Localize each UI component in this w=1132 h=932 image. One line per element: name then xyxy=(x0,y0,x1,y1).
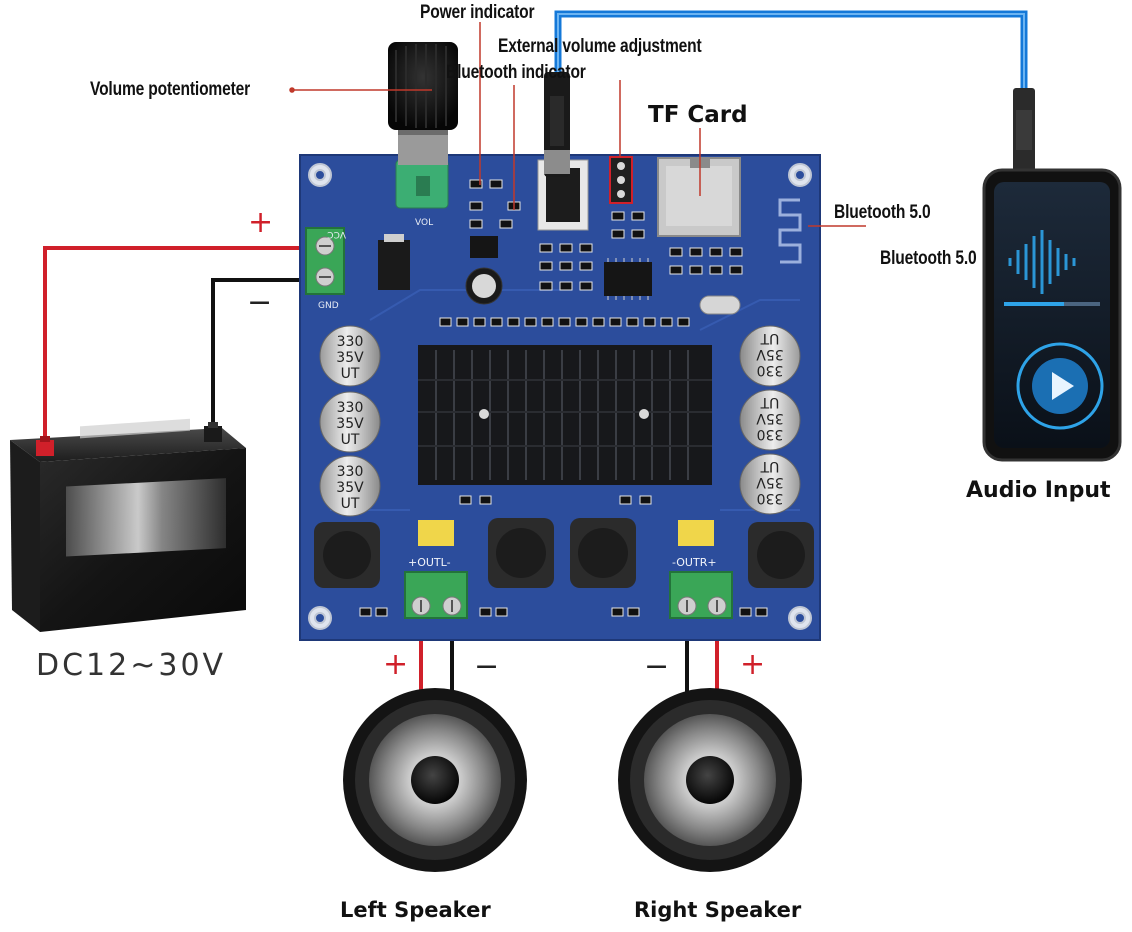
svg-text:35V: 35V xyxy=(336,416,364,432)
tf-card-label: TF Card xyxy=(648,102,748,128)
svg-text:330: 330 xyxy=(337,400,364,416)
outl-silkscreen: +OUTL- xyxy=(408,556,451,569)
battery-voltage-label: DC12~30V xyxy=(36,648,227,683)
battery-icon xyxy=(10,418,246,632)
left-speaker-label: Left Speaker xyxy=(340,898,491,922)
external-volume-label: External volume adjustment xyxy=(498,36,702,57)
audio-cable xyxy=(554,10,1035,172)
bluetooth-antenna-icon xyxy=(778,198,802,264)
smd-components xyxy=(469,179,743,291)
film-capacitor-right xyxy=(678,520,714,546)
outr-silkscreen: -OUTR+ xyxy=(672,556,717,569)
film-capacitor-left xyxy=(418,520,454,546)
left-plus-sign: + xyxy=(383,647,409,682)
small-capacitor xyxy=(465,267,503,305)
svg-text:UT: UT xyxy=(341,432,360,448)
diode-package xyxy=(378,240,410,290)
annotation-lines xyxy=(289,22,866,227)
mounting-holes xyxy=(308,163,812,630)
vol-silkscreen: VOL xyxy=(415,218,433,228)
right-speaker-icon xyxy=(618,688,802,872)
capacitors-right: 330 35V UT 330 35V UT 330 35V UT xyxy=(739,325,801,515)
inductors xyxy=(314,518,814,588)
heatsink xyxy=(418,345,712,485)
svg-text:330: 330 xyxy=(757,362,784,378)
svg-text:35V: 35V xyxy=(756,474,784,490)
volume-potentiometer-label: Volume potentiometer xyxy=(90,79,251,100)
external-volume-header xyxy=(609,156,633,204)
battery-negative-wire xyxy=(211,278,325,432)
svg-text:35V: 35V xyxy=(756,410,784,426)
battery-minus-sign: − xyxy=(247,285,273,320)
battery-plus-sign: + xyxy=(248,205,274,240)
svg-text:35V: 35V xyxy=(756,346,784,362)
right-minus-sign: − xyxy=(644,649,670,684)
vcc-silkscreen: VCC xyxy=(327,229,346,239)
battery-positive-terminal xyxy=(36,436,54,456)
audio-player-icon xyxy=(982,168,1122,462)
svg-text:330: 330 xyxy=(337,464,364,480)
battery-negative-terminal xyxy=(204,422,222,442)
svg-text:UT: UT xyxy=(341,366,360,382)
left-minus-sign: − xyxy=(474,649,500,684)
crystal xyxy=(699,295,741,315)
svg-text:UT: UT xyxy=(760,458,779,474)
power-wires xyxy=(43,246,325,452)
right-output-terminal xyxy=(669,571,733,619)
smd-row-top xyxy=(439,317,690,327)
bluetooth-indicator-label: Bluetooth indicator xyxy=(446,62,586,83)
right-speaker-label: Right Speaker xyxy=(634,898,802,922)
left-output-terminal xyxy=(404,571,468,619)
svg-text:35V: 35V xyxy=(336,350,364,366)
power-input-terminal xyxy=(305,227,345,295)
svg-text:35V: 35V xyxy=(336,480,364,496)
capacitors-left: 330 35V UT 330 35V UT 330 35V UT xyxy=(319,325,381,517)
amplifier-board: VCC GND VOL xyxy=(299,42,821,641)
right-plus-sign: + xyxy=(740,647,766,682)
power-indicator-label: Power indicator xyxy=(420,2,535,23)
bluetooth-chip xyxy=(604,262,652,296)
svg-text:330: 330 xyxy=(337,334,364,350)
svg-text:UT: UT xyxy=(341,496,360,512)
audio-input-label: Audio Input xyxy=(966,478,1111,503)
bluetooth-label-secondary: Bluetooth 5.0 xyxy=(880,248,977,269)
tf-card-slot xyxy=(657,157,741,237)
svg-text:UT: UT xyxy=(760,330,779,346)
regulator-chip xyxy=(470,236,498,258)
svg-text:330: 330 xyxy=(757,426,784,442)
battery-positive-wire xyxy=(43,246,325,452)
bluetooth-label-primary: Bluetooth 5.0 xyxy=(834,202,931,223)
gnd-silkscreen: GND xyxy=(318,301,339,311)
svg-text:330: 330 xyxy=(757,490,784,506)
aux-jack xyxy=(537,72,589,231)
volume-potentiometer: VOL xyxy=(388,42,458,228)
svg-text:UT: UT xyxy=(760,394,779,410)
left-speaker-icon xyxy=(343,688,527,872)
